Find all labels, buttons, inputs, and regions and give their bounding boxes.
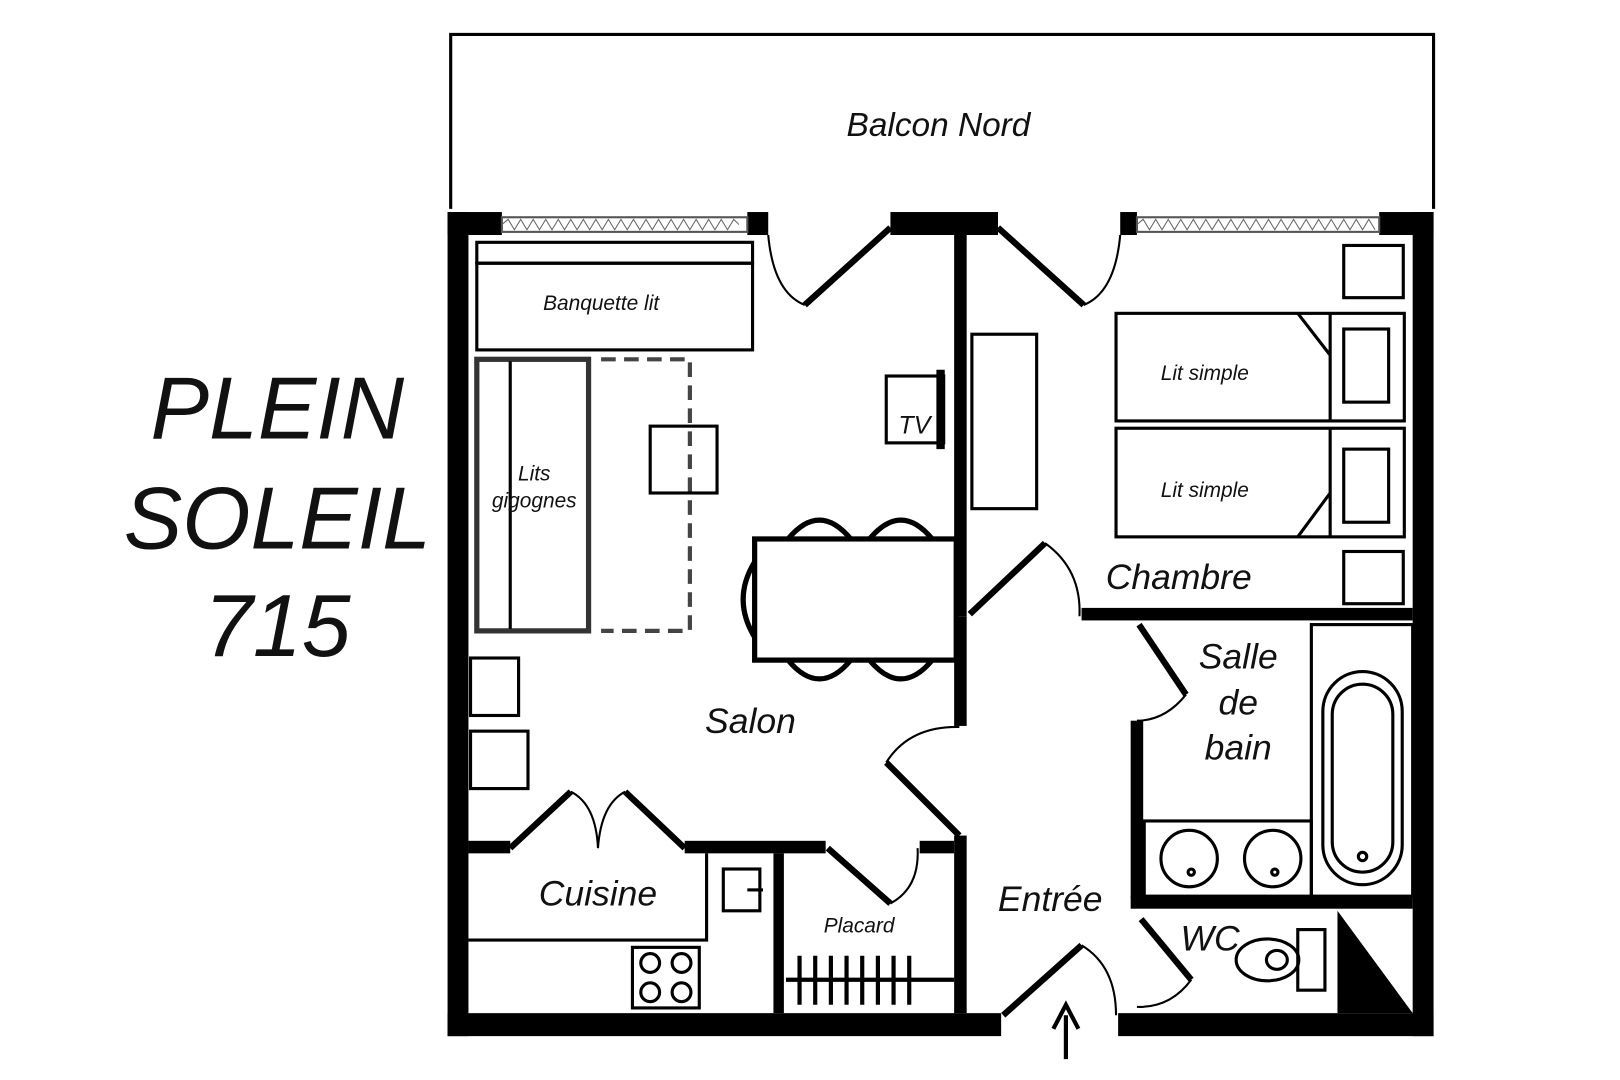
closet-label: Placard [824, 915, 896, 938]
wardrobe [970, 332, 1039, 511]
window-bedroom [1135, 216, 1381, 233]
double-sink [1142, 819, 1313, 898]
nightstand [1342, 243, 1405, 300]
title-line-2: SOLEIL [124, 469, 431, 567]
title-line-1: PLEIN [151, 360, 405, 458]
single-bed-2-label: Lit simple [1161, 479, 1249, 502]
armchair [468, 656, 521, 718]
door-bathroom[interactable] [1136, 622, 1189, 722]
entrance-door[interactable] [1001, 942, 1118, 1018]
single-bed-1: Lit simple [1114, 311, 1406, 423]
tv-unit: TV [884, 369, 946, 450]
bunk-beds-label-2: gigognes [492, 490, 577, 513]
sofa-bed-label: Banquette lit [543, 292, 660, 315]
wc-label: WC [1180, 918, 1240, 958]
door-wc[interactable] [1136, 917, 1194, 1008]
balcony: Balcon Nord [449, 32, 1436, 209]
balcony-door-living[interactable] [767, 225, 893, 308]
balcony-label: Balcon Nord [847, 107, 1032, 144]
entrance-arrow-icon [1051, 1000, 1081, 1060]
door-living-entrance[interactable] [884, 725, 962, 838]
single-bed-2: Lit simple [1114, 426, 1406, 539]
title-line-3: 715 [204, 577, 351, 675]
bunk-beds: Lits gigognes [474, 356, 692, 634]
bathtub [1309, 623, 1415, 898]
closet-rail [785, 955, 955, 1005]
balcony-door-bedroom[interactable] [995, 225, 1122, 308]
bathroom-label-3: bain [1205, 727, 1272, 767]
armchair [468, 729, 530, 791]
dining-table [740, 517, 959, 682]
sofa-bed: Banquette lit [475, 240, 755, 352]
door-bedroom[interactable] [967, 540, 1081, 617]
bunk-beds-label-1: Lits [518, 462, 551, 485]
entrance-label: Entrée [998, 879, 1103, 919]
window-living [500, 216, 749, 233]
bathroom-label-1: Salle [1199, 636, 1278, 676]
toilet [1234, 928, 1327, 992]
kitchen-label: Cuisine [539, 874, 657, 914]
bedroom-label: Chambre [1106, 557, 1252, 597]
kitchen-counter [468, 853, 763, 1010]
door-kitchen[interactable] [508, 789, 687, 851]
living-room-label: Salon [705, 701, 796, 741]
door-closet[interactable] [825, 845, 919, 906]
side-table [648, 424, 719, 495]
tv-label: TV [898, 411, 932, 439]
outer-walls [447, 212, 1434, 1037]
interior-walls [468, 235, 1413, 1014]
nightstand [1342, 549, 1405, 606]
single-bed-1-label: Lit simple [1161, 362, 1249, 385]
bathroom-label-2: de [1218, 682, 1258, 722]
